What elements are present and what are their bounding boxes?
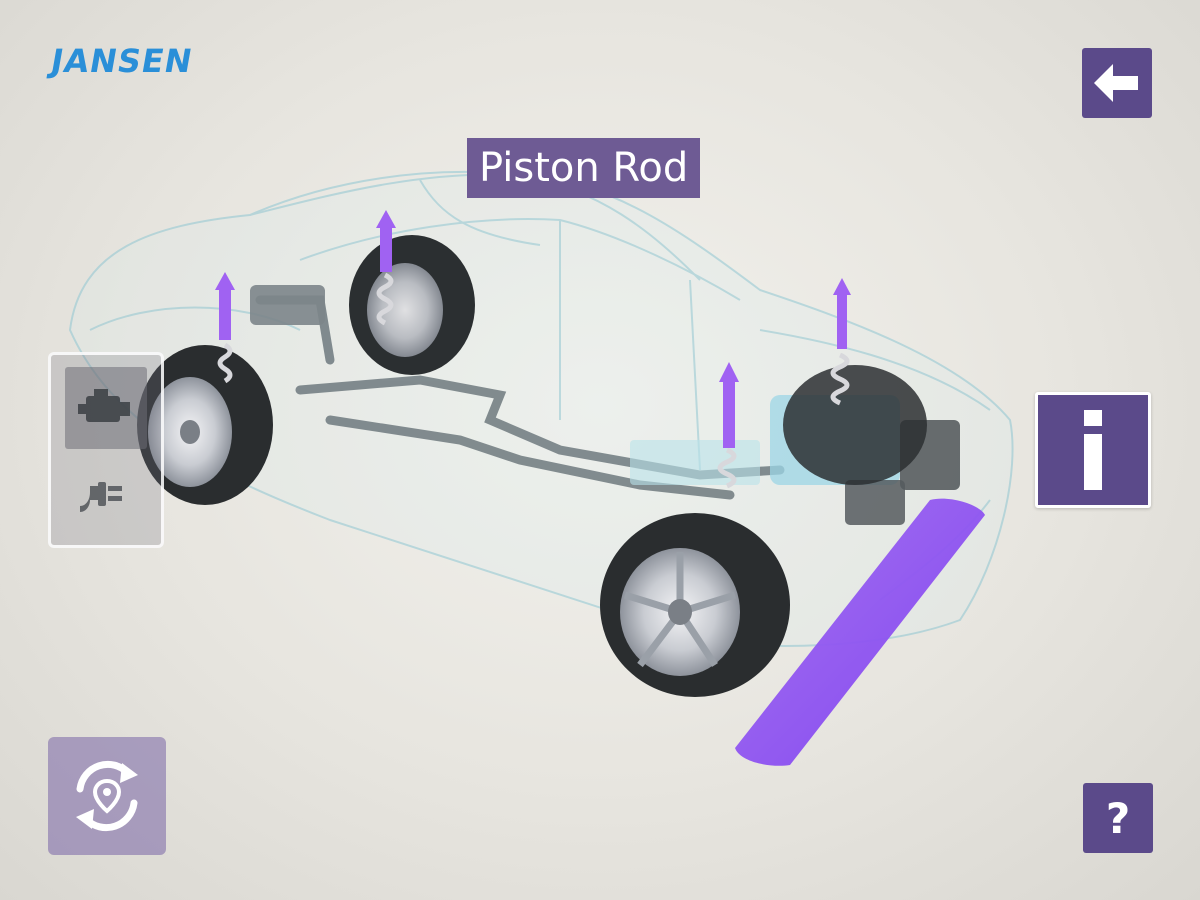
wheel-front-right — [783, 365, 927, 485]
info-button[interactable] — [1035, 392, 1151, 508]
back-button[interactable] — [1082, 48, 1152, 118]
electric-mode-button[interactable] — [65, 455, 147, 537]
relocate-marker-icon — [76, 760, 138, 832]
shock-absorbers — [217, 272, 850, 489]
relocate-button[interactable] — [48, 737, 166, 855]
wheel-front-left — [600, 513, 790, 697]
view-mode-panel — [48, 352, 164, 548]
wheel-rear-right — [349, 235, 475, 375]
wheel-rear-left — [137, 345, 273, 505]
engine-mode-button[interactable] — [65, 367, 147, 449]
info-icon — [1084, 410, 1102, 490]
piston-rod-arrows — [215, 210, 851, 448]
arrow-left-icon — [1094, 64, 1138, 102]
electric-plug-icon — [80, 482, 122, 512]
part-label: Piston Rod — [467, 138, 701, 198]
engine-icon — [78, 389, 130, 422]
help-button[interactable]: ? — [1083, 783, 1153, 853]
muffler — [250, 285, 325, 325]
side-sill-highlight — [735, 498, 985, 766]
jansen-logo: JANSEN — [48, 42, 196, 80]
